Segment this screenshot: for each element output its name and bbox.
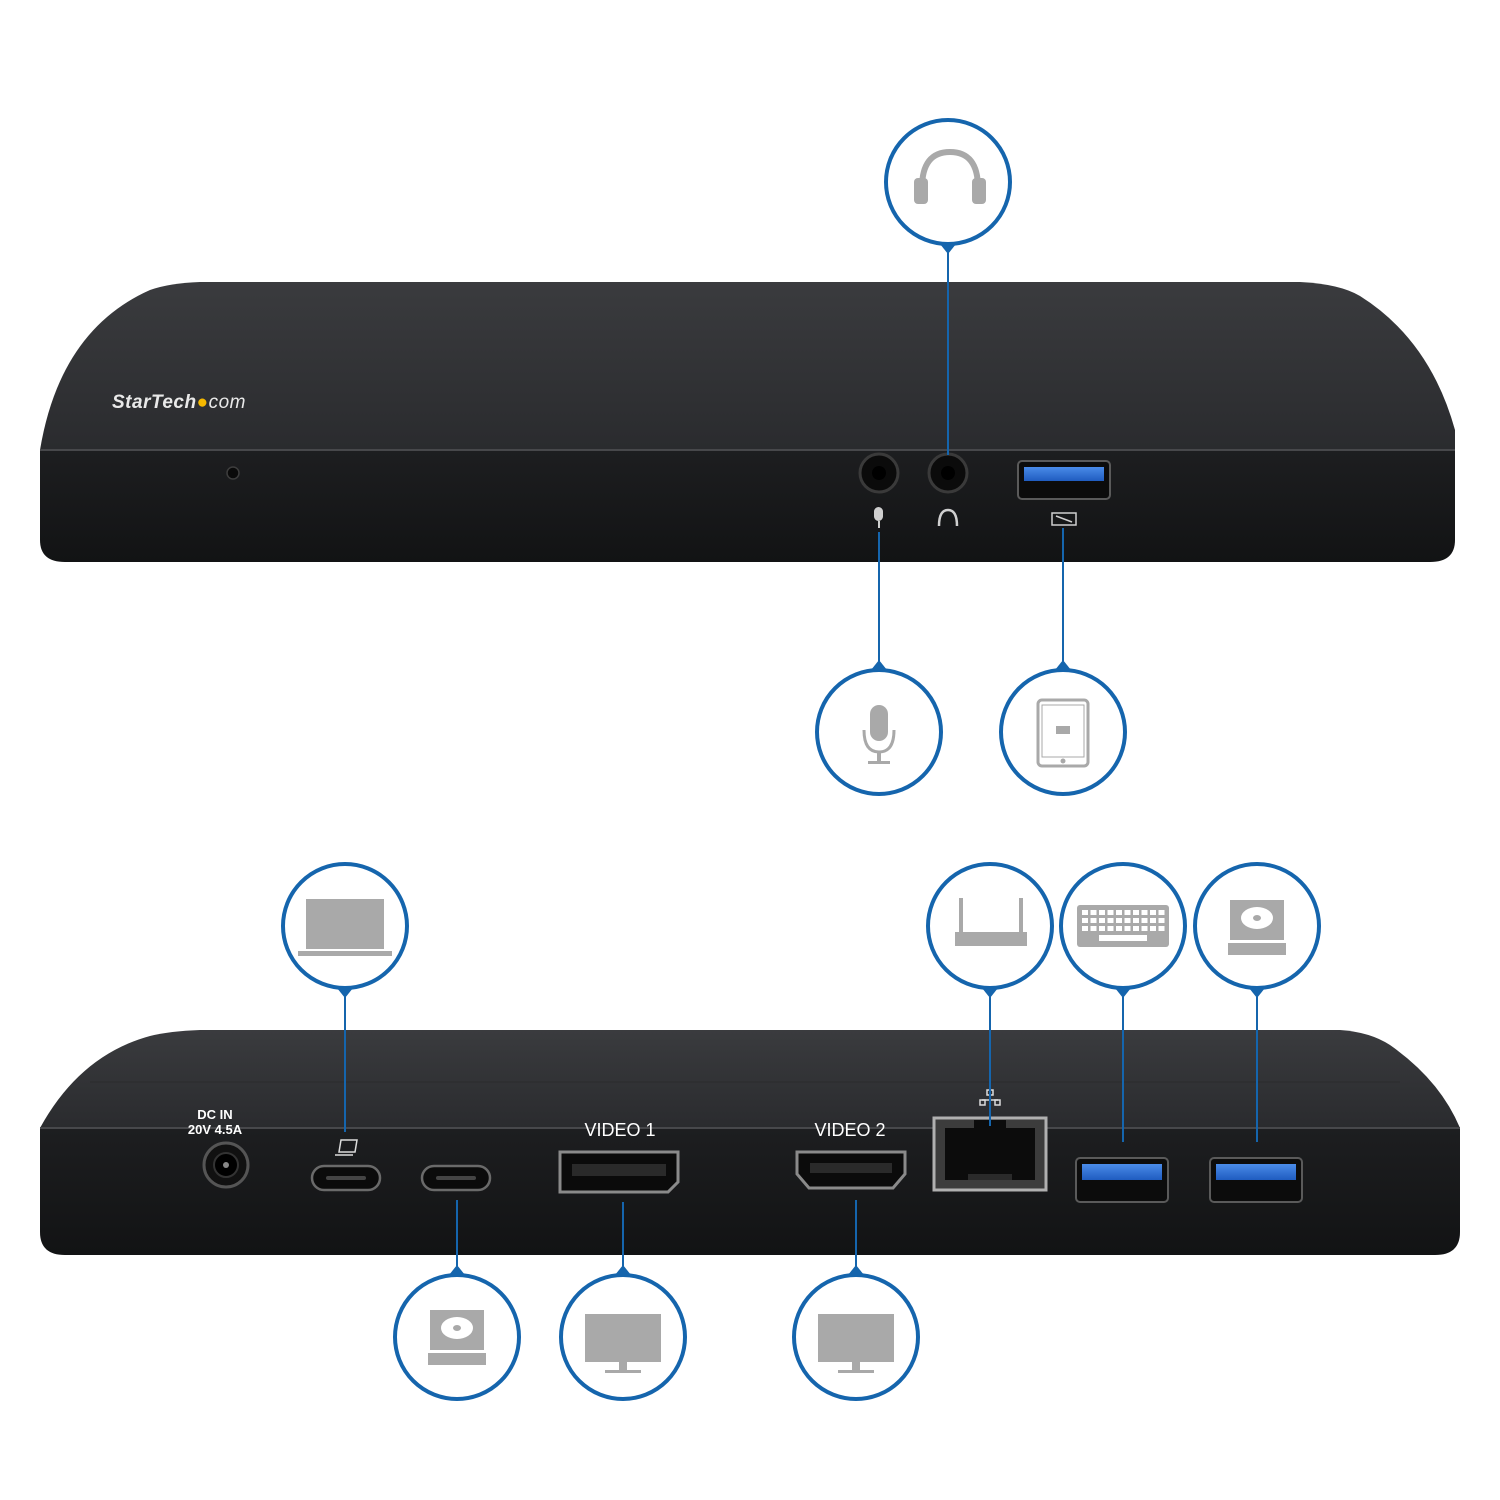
headphone-port-glyph [937, 508, 959, 527]
dock-front-view [40, 282, 1455, 562]
brand-name-part1: StarTech [112, 392, 197, 413]
keyboard-key [1133, 918, 1139, 923]
keyboard-key [1150, 918, 1156, 923]
tablet-charging-icon [1036, 698, 1090, 768]
keyboard-key [1099, 926, 1105, 931]
router-icon [955, 898, 1027, 946]
keyboard-key [1133, 926, 1139, 931]
keyboard-icon [1077, 905, 1169, 947]
keyboard-key [1150, 910, 1156, 915]
keyboard-key [1158, 926, 1165, 931]
microphone-icon [862, 705, 896, 764]
keyboard-key [1090, 926, 1097, 931]
keyboard-key [1107, 926, 1114, 931]
keyboard-key [1141, 918, 1148, 923]
keyboard-key [1107, 918, 1114, 923]
tablet-charging-callout [999, 660, 1127, 796]
usb-a-port-1[interactable] [1075, 1157, 1169, 1203]
video-1-label: VIDEO 1 [584, 1120, 656, 1140]
laptop-callout [281, 862, 409, 998]
headphone-jack[interactable] [927, 452, 969, 494]
keyboard-key [1099, 910, 1105, 915]
hdmi-video-2[interactable] [795, 1150, 907, 1190]
ethernet-port[interactable] [932, 1116, 1048, 1192]
headphones-icon [914, 148, 986, 204]
front-callout-lines [878, 250, 1064, 665]
keyboard-key [1116, 918, 1122, 923]
monitor-callout-video-1 [559, 1265, 687, 1401]
usb-c-host-port[interactable] [310, 1164, 382, 1192]
brand-name-part2: com [208, 392, 246, 413]
hard-drive-icon [1228, 900, 1286, 955]
monitor-callout-video-2 [792, 1265, 920, 1401]
microphone-jack[interactable] [858, 452, 900, 494]
power-led [226, 466, 240, 480]
monitor-icon [585, 1314, 661, 1373]
keyboard-key [1082, 926, 1088, 931]
keyboard-key [1090, 918, 1097, 923]
keyboard-callout [1059, 862, 1187, 998]
keyboard-spacebar [1099, 935, 1147, 941]
headphones-callout [884, 118, 1012, 254]
keyboard-key [1082, 918, 1088, 923]
keyboard-key [1099, 918, 1105, 923]
laptop-icon [298, 899, 392, 956]
keyboard-key [1107, 910, 1114, 915]
usb-a-port-2[interactable] [1209, 1157, 1303, 1203]
keyboard-key [1141, 926, 1148, 931]
keyboard-key [1158, 910, 1165, 915]
usb-c-port[interactable] [420, 1164, 492, 1192]
keyboard-key [1116, 926, 1122, 931]
keyboard-key [1124, 910, 1131, 915]
brand-dot: ● [196, 392, 209, 413]
monitor-icon [818, 1314, 894, 1373]
keyboard-key [1141, 910, 1148, 915]
brand-logo: StarTech●com [112, 392, 246, 414]
dc-in-label-line2: 20V 4.5A [187, 1122, 243, 1137]
displayport-video-1[interactable] [558, 1150, 680, 1194]
router-callout [926, 862, 1054, 998]
hard-drive-callout-usb [1193, 862, 1321, 998]
keyboard-key [1090, 910, 1097, 915]
dock-rear-view [40, 1030, 1460, 1255]
microphone-callout [815, 660, 943, 796]
keyboard-key [1133, 910, 1139, 915]
hard-drive-icon [428, 1310, 486, 1365]
usb-charging-port[interactable] [1017, 460, 1111, 500]
charging-port-glyph [1051, 512, 1077, 526]
hard-drive-callout-usb-c [393, 1265, 521, 1401]
laptop-port-glyph [335, 1139, 358, 1156]
keyboard-key [1124, 926, 1131, 931]
keyboard-key [1082, 910, 1088, 915]
keyboard-key [1124, 918, 1131, 923]
dc-in-label-line1: DC IN [197, 1107, 233, 1122]
video-2-label: VIDEO 2 [814, 1120, 886, 1140]
mic-port-glyph [874, 507, 883, 528]
dc-in-label: DC IN 20V 4.5A [180, 1107, 250, 1137]
dc-in-port[interactable] [202, 1141, 250, 1189]
keyboard-key [1116, 910, 1122, 915]
keyboard-key [1158, 918, 1165, 923]
keyboard-key [1150, 926, 1156, 931]
rear-callout-lines [344, 995, 1258, 1272]
